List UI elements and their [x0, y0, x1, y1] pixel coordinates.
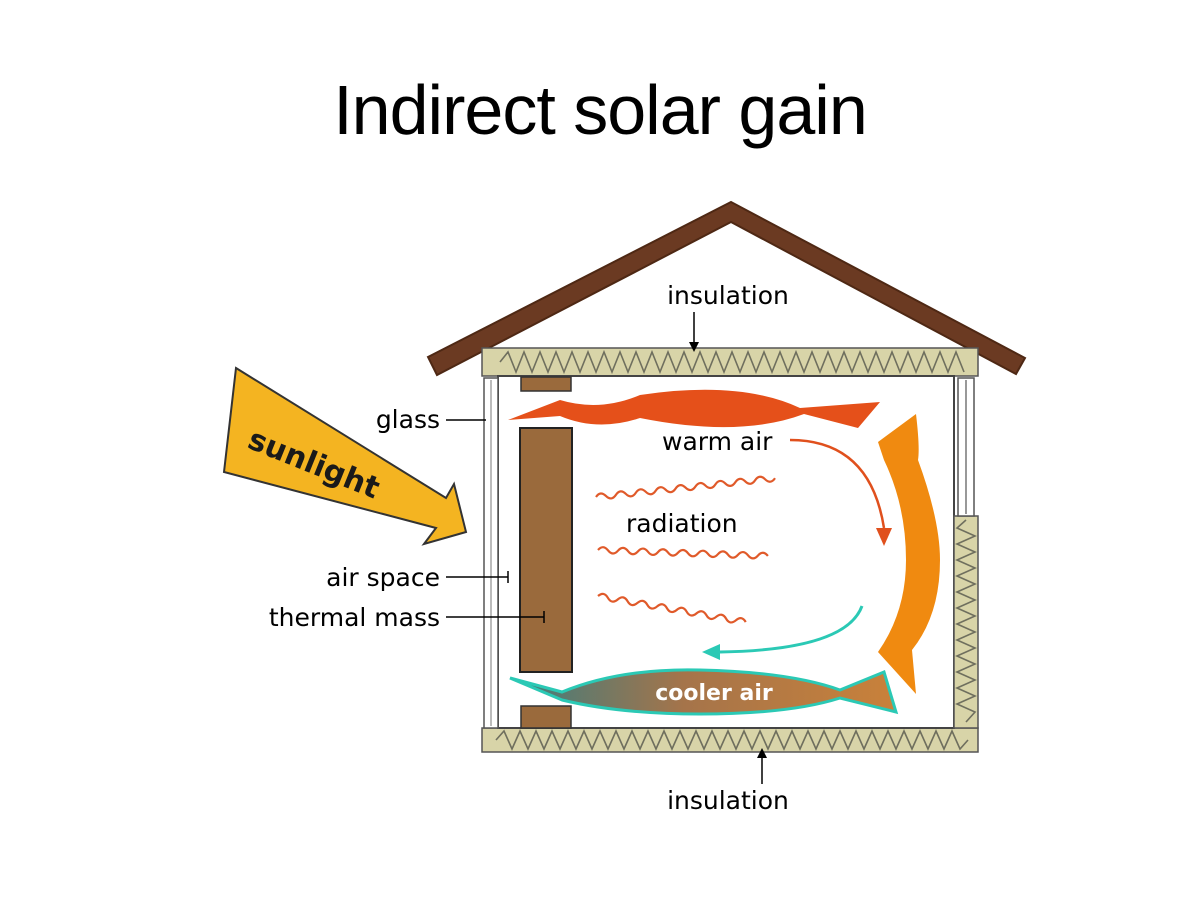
- leader-insulation-top-head: [689, 342, 699, 352]
- insulation-bottom-zigzag: [495, 729, 969, 751]
- label-thermal-mass: thermal mass: [269, 603, 440, 632]
- insulation-top-zigzag: [499, 349, 965, 375]
- leader-insulation-bottom-head: [757, 748, 767, 758]
- radiation-wave-3: [597, 592, 747, 624]
- label-radiation: radiation: [626, 509, 738, 538]
- cool-air-arrowhead: [702, 644, 720, 660]
- label-cooler-air: cooler air: [655, 681, 773, 706]
- cool-air-flow: [509, 668, 899, 716]
- sunlight-arrow: [222, 366, 468, 546]
- warm-air-side-flow: [878, 414, 940, 694]
- label-warm-air: warm air: [662, 427, 773, 456]
- thermal-mass-wall: [519, 427, 573, 673]
- roof: [426, 200, 1027, 377]
- label-insulation-top: insulation: [667, 281, 789, 310]
- label-glass: glass: [376, 405, 440, 434]
- label-insulation-bottom: insulation: [667, 786, 789, 815]
- label-air-space: air space: [326, 563, 440, 592]
- insulation-right-zigzag: [955, 519, 977, 723]
- cool-air-arrow: [719, 605, 864, 654]
- warm-air-arrowhead: [876, 528, 892, 546]
- vent-top: [520, 376, 572, 392]
- page-title: Indirect solar gain: [333, 71, 868, 149]
- warm-air-flow: [508, 389, 880, 428]
- warm-air-arrow: [789, 438, 886, 529]
- radiation-wave-1: [595, 475, 776, 500]
- radiation-wave-2: [597, 546, 769, 560]
- vent-bottom: [520, 705, 572, 729]
